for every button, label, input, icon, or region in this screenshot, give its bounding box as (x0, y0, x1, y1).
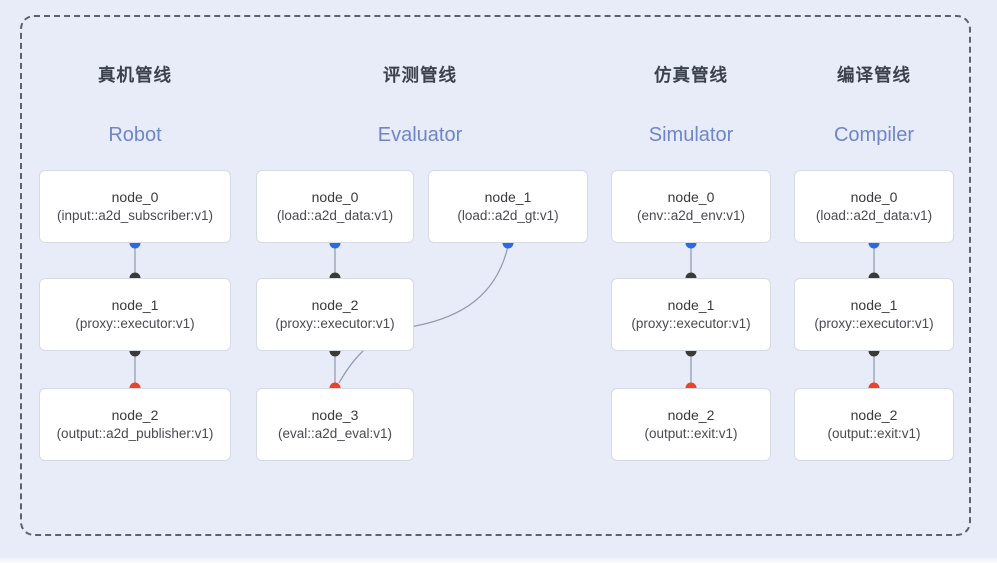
pipeline-title-zh-evaluator: 评测管线 (383, 65, 457, 85)
node-name: node_1 (667, 297, 715, 313)
node-simulator-2: node_2 (output::exit:v1) (611, 388, 771, 461)
node-simulator-0: node_0 (env::a2d_env:v1) (611, 170, 771, 243)
node-name: node_0 (311, 189, 359, 205)
node-type: (load::a2d_data:v1) (276, 208, 394, 223)
node-robot-0: node_0 (input::a2d_subscriber:v1) (39, 170, 231, 243)
pipeline-title-zh-simulator: 仿真管线 (654, 65, 728, 85)
node-compiler-2: node_2 (output::exit:v1) (794, 388, 954, 461)
dashed-frame (20, 15, 971, 536)
node-name: node_0 (667, 189, 715, 205)
node-type: (output::exit:v1) (644, 426, 738, 441)
node-evaluator-0: node_0 (load::a2d_data:v1) (256, 170, 414, 243)
node-compiler-1: node_1 (proxy::executor:v1) (794, 278, 954, 351)
node-type: (load::a2d_data:v1) (815, 208, 933, 223)
node-name: node_0 (111, 189, 159, 205)
pipeline-title-en-simulator: Simulator (648, 124, 734, 146)
node-evaluator-1: node_1 (load::a2d_gt:v1) (428, 170, 588, 243)
pipeline-title-en-compiler: Compiler (833, 124, 915, 146)
node-type: (proxy::executor:v1) (275, 316, 395, 331)
pipeline-title-en-robot: Robot (108, 124, 162, 146)
node-name: node_3 (311, 407, 359, 423)
node-simulator-1: node_1 (proxy::executor:v1) (611, 278, 771, 351)
node-type: (output::exit:v1) (827, 426, 921, 441)
node-robot-2: node_2 (output::a2d_publisher:v1) (39, 388, 231, 461)
node-evaluator-2: node_2 (proxy::executor:v1) (256, 278, 414, 351)
pipeline-title-en-evaluator: Evaluator (377, 124, 463, 146)
node-name: node_1 (484, 189, 532, 205)
pipeline-title-zh-robot: 真机管线 (98, 65, 172, 85)
node-type: (env::a2d_env:v1) (636, 208, 746, 223)
node-type: (proxy::executor:v1) (814, 316, 934, 331)
bottom-fade (0, 556, 997, 563)
node-type: (load::a2d_gt:v1) (457, 208, 559, 223)
node-name: node_1 (850, 297, 898, 313)
pipeline-title-zh-compiler: 编译管线 (837, 65, 911, 85)
node-type: (input::a2d_subscriber:v1) (56, 208, 214, 223)
node-robot-1: node_1 (proxy::executor:v1) (39, 278, 231, 351)
node-type: (eval::a2d_eval:v1) (277, 426, 393, 441)
node-name: node_2 (667, 407, 715, 423)
node-type: (proxy::executor:v1) (631, 316, 751, 331)
node-type: (proxy::executor:v1) (75, 316, 195, 331)
node-name: node_0 (850, 189, 898, 205)
node-compiler-0: node_0 (load::a2d_data:v1) (794, 170, 954, 243)
node-evaluator-3: node_3 (eval::a2d_eval:v1) (256, 388, 414, 461)
node-name: node_2 (311, 297, 359, 313)
node-name: node_2 (850, 407, 898, 423)
node-name: node_1 (111, 297, 159, 313)
node-type: (output::a2d_publisher:v1) (56, 426, 214, 441)
node-name: node_2 (111, 407, 159, 423)
